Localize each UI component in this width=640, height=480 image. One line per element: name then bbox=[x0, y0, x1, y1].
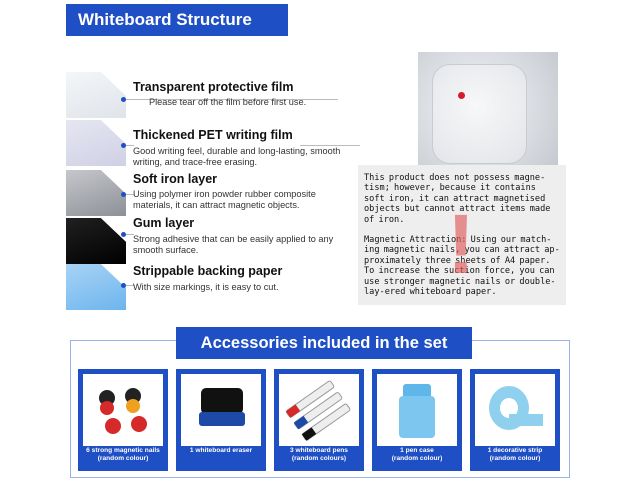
pen-case-icon bbox=[377, 374, 457, 446]
accessory-label-line: (random colour) bbox=[391, 455, 443, 462]
page-title: Whiteboard Structure bbox=[66, 4, 288, 36]
accessory-label: 1 decorative strip (random colour) bbox=[472, 447, 558, 463]
accessory-label-line: 3 whiteboard pens bbox=[290, 447, 348, 454]
accessory-label-line: (random colour) bbox=[97, 455, 149, 462]
pens-icon bbox=[279, 374, 359, 446]
exclamation-icon: ! bbox=[447, 197, 475, 291]
accessory-label-line: 6 strong magnetic nails bbox=[86, 447, 160, 454]
layer-soft-iron-swatch bbox=[66, 170, 126, 216]
layer-backing-paper-swatch bbox=[66, 264, 126, 310]
layer-description: With size markings, it is easy to cut. bbox=[133, 282, 279, 292]
eraser-icon bbox=[181, 374, 261, 446]
accessory-label-line: (random colour) bbox=[489, 455, 541, 462]
layer-pointer-dot bbox=[121, 97, 126, 102]
magnetic-pin-icon bbox=[458, 92, 465, 99]
layer-divider bbox=[126, 99, 338, 100]
layer-divider bbox=[126, 285, 134, 286]
info-paragraph: Magnetic Attraction: Using our match-ing… bbox=[364, 235, 560, 298]
accessories-title: Accessories included in the set bbox=[176, 327, 472, 359]
layer-pointer-dot bbox=[121, 232, 126, 237]
accessory-label-line: 1 whiteboard eraser bbox=[189, 447, 253, 454]
accessory-label: 1 pen case (random colour) bbox=[374, 447, 460, 463]
layer-title: Strippable backing paper bbox=[133, 264, 283, 278]
layer-divider bbox=[126, 194, 134, 195]
layer-description: Good writing feel, durable and long-last… bbox=[133, 146, 341, 168]
layer-title: Soft iron layer bbox=[133, 172, 218, 186]
accessory-card: 6 strong magnetic nails (random colour) bbox=[78, 369, 168, 471]
layer-divider bbox=[126, 234, 134, 235]
accessory-card: 1 whiteboard eraser bbox=[176, 369, 266, 471]
accessory-label: 6 strong magnetic nails (random colour) bbox=[80, 447, 166, 463]
accessory-label: 1 whiteboard eraser bbox=[178, 447, 264, 455]
layer-divider bbox=[300, 145, 360, 146]
layer-title: Thickened PET writing film bbox=[133, 128, 293, 142]
product-photo bbox=[418, 52, 558, 174]
layer-title: Transparent protective film bbox=[133, 80, 294, 94]
layer-stack-illustration bbox=[66, 72, 128, 312]
layer-title: Gum layer bbox=[133, 216, 195, 230]
layer-gum-swatch bbox=[66, 218, 126, 264]
info-paragraph: This product does not possess magne-tism… bbox=[364, 173, 551, 225]
layer-description: Using polymer iron powder rubber composi… bbox=[133, 189, 316, 211]
accessory-label-line: (random colours) bbox=[291, 455, 347, 462]
layer-protective-film-swatch bbox=[66, 72, 126, 118]
accessory-card: 1 pen case (random colour) bbox=[372, 369, 462, 471]
whiteboard-sheet-shape bbox=[432, 64, 527, 164]
accessory-label-line: 1 pen case bbox=[400, 447, 434, 454]
layer-pointer-dot bbox=[121, 192, 126, 197]
tape-roll-icon bbox=[475, 374, 555, 446]
magnetism-info-box: This product does not possess magne-tism… bbox=[358, 165, 566, 305]
magnetic-nails-icon bbox=[83, 374, 163, 446]
accessory-label: 3 whiteboard pens (random colours) bbox=[276, 447, 362, 463]
layer-pointer-dot bbox=[121, 283, 126, 288]
accessory-card: 3 whiteboard pens (random colours) bbox=[274, 369, 364, 471]
layer-pointer-dot bbox=[121, 143, 126, 148]
layer-divider bbox=[126, 145, 134, 146]
layer-pet-film-swatch bbox=[66, 120, 126, 166]
accessory-card: 1 decorative strip (random colour) bbox=[470, 369, 560, 471]
layer-description: Strong adhesive that can be easily appli… bbox=[133, 234, 334, 256]
layer-description: Please tear off the film before first us… bbox=[149, 97, 307, 107]
accessory-label-line: 1 decorative strip bbox=[487, 447, 543, 454]
